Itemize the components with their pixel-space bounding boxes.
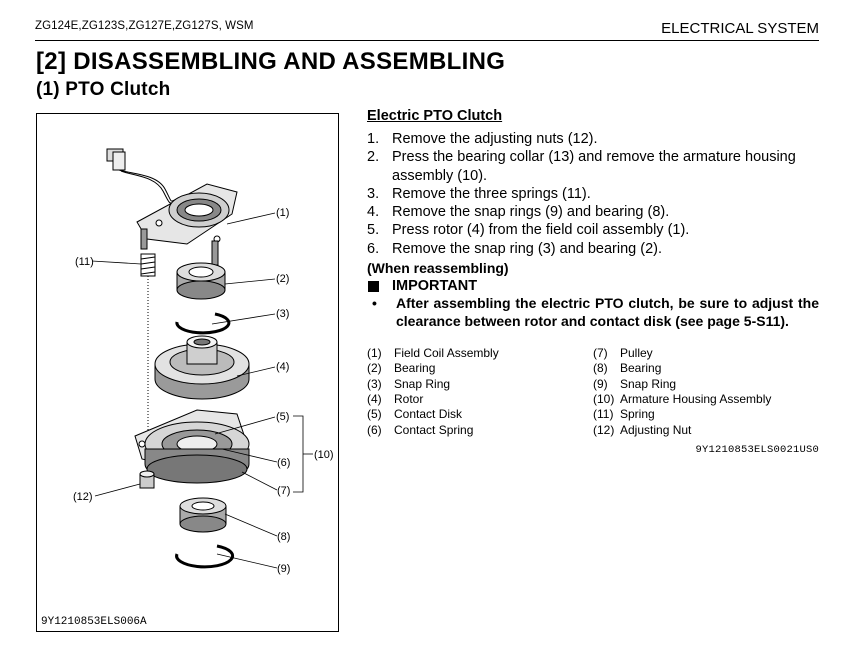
- callout-5: (5): [276, 411, 289, 423]
- bearing-icon: [176, 262, 226, 300]
- part-name: Contact Spring: [394, 422, 474, 437]
- step-item: 6. Remove the snap ring (3) and bearing (…: [367, 240, 819, 258]
- step-item: 1. Remove the adjusting nuts (12).: [367, 130, 819, 148]
- adjusting-nut-icon: [139, 470, 155, 489]
- bearing-lower-icon: [179, 497, 227, 533]
- part-number: (9): [593, 376, 608, 391]
- part-number: (8): [593, 361, 608, 376]
- callout-8: (8): [277, 531, 290, 543]
- part-row: (9) Snap Ring: [593, 377, 819, 392]
- step-number: 5.: [367, 222, 380, 239]
- part-number: (5): [367, 407, 382, 422]
- note-text: After assembling the electric PTO clutch…: [396, 295, 819, 329]
- part-name: Contact Disk: [394, 407, 463, 422]
- part-name: Armature Housing Assembly: [620, 391, 772, 406]
- part-row: (5) Contact Disk: [367, 407, 593, 422]
- part-name: Snap Ring: [620, 376, 677, 391]
- pto-clutch-exploded-figure: (1) (2) (3) (4) (5) (6) (7) (8) (9) (10)…: [36, 113, 339, 632]
- part-number: (1): [367, 346, 382, 361]
- step-item: 4. Remove the snap rings (9) and bearing …: [367, 203, 819, 221]
- important-heading: IMPORTANT: [367, 278, 819, 294]
- callout-2: (2): [276, 273, 289, 285]
- sub-title: (1) PTO Clutch: [36, 79, 171, 100]
- step-item: 3. Remove the three springs (11).: [367, 185, 819, 203]
- leader-lines: [91, 212, 313, 569]
- note-bullet: •: [372, 295, 377, 312]
- callout-9: (9): [277, 563, 290, 575]
- snap-ring-icon: [175, 312, 231, 335]
- step-number: 3.: [367, 185, 380, 202]
- part-row: (10) Armature Housing Assembly: [593, 392, 819, 407]
- important-note: • After assembling the electric PTO clut…: [367, 295, 819, 330]
- part-name: Bearing: [620, 361, 662, 376]
- procedure-panel: Electric PTO Clutch 1. Remove the adjusti…: [367, 108, 819, 456]
- callout-12: (12): [73, 491, 93, 503]
- header-rule: [35, 40, 819, 41]
- important-label: IMPORTANT: [392, 278, 478, 295]
- callout-6: (6): [277, 457, 290, 469]
- step-number: 1.: [367, 131, 380, 147]
- figure-code: 9Y1210853ELS006A: [41, 616, 147, 628]
- step-number: 2.: [367, 149, 380, 166]
- parts-column-right: (7) Pulley (8) Bearing (9) Snap Ring (10) Ar…: [593, 346, 819, 438]
- part-name: Spring: [620, 407, 655, 422]
- parts-column-left: (1) Field Coil Assembly (2) Bearing (3) Sna…: [367, 346, 593, 438]
- section-header: ELECTRICAL SYSTEM: [661, 20, 819, 37]
- exploded-view-drawing: (1) (2) (3) (4) (5) (6) (7) (8) (9) (10)…: [73, 148, 334, 575]
- callout-7: (7): [277, 485, 290, 497]
- part-row: (12) Adjusting Nut: [593, 423, 819, 438]
- part-name: Pulley: [620, 346, 653, 361]
- procedure-title: Electric PTO Clutch: [367, 108, 503, 124]
- step-text: Remove the snap ring (3) and bearing (2)…: [392, 240, 663, 257]
- part-number: (4): [367, 391, 382, 406]
- part-name: Snap Ring: [394, 376, 451, 391]
- section-title: [2] DISASSEMBLING AND ASSEMBLING: [36, 48, 506, 75]
- part-name: Field Coil Assembly: [394, 346, 499, 361]
- field-coil-assembly-icon: [136, 183, 238, 266]
- callout-4: (4): [276, 361, 289, 373]
- callout-1: (1): [276, 207, 289, 219]
- part-row: (8) Bearing: [593, 361, 819, 376]
- step-number: 4.: [367, 204, 380, 221]
- part-number: (6): [367, 422, 382, 437]
- step-text: Remove the three springs (11).: [392, 185, 591, 202]
- part-number: (3): [367, 376, 382, 391]
- part-number: (7): [593, 346, 608, 361]
- callout-11: (11): [75, 256, 94, 268]
- square-bullet-icon: [368, 280, 379, 292]
- part-row: (4) Rotor: [367, 392, 593, 407]
- step-text: Press rotor (4) from the field coil asse…: [392, 222, 690, 239]
- step-item: 2. Press the bearing collar (13) and remo…: [367, 148, 819, 185]
- callout-labels: (1) (2) (3) (4) (5) (6) (7) (8) (9) (10)…: [73, 207, 334, 575]
- rotor-icon: [154, 335, 250, 400]
- step-item: 5. Press rotor (4) from the field coil as…: [367, 221, 819, 239]
- part-row: (1) Field Coil Assembly: [367, 346, 593, 361]
- part-number: (11): [593, 407, 614, 422]
- part-number: (2): [367, 361, 382, 376]
- part-row: (11) Spring: [593, 407, 819, 422]
- when-reassembling-heading: (When reassembling): [367, 260, 509, 277]
- part-row: (7) Pulley: [593, 346, 819, 361]
- step-text: Press the bearing collar (13) and remove…: [392, 149, 796, 184]
- wire-connector-icon: [106, 148, 180, 204]
- snap-ring-lower-icon: [175, 544, 235, 569]
- model-header: ZG124E,ZG123S,ZG127E,ZG127S, WSM: [35, 20, 254, 32]
- part-name: Rotor: [394, 391, 424, 406]
- part-row: (2) Bearing: [367, 361, 593, 376]
- part-row: (6) Contact Spring: [367, 423, 593, 438]
- armature-housing-icon: [134, 409, 250, 484]
- part-name: Bearing: [394, 361, 436, 376]
- reference-code: 9Y1210853ELS0021US0: [695, 443, 819, 456]
- step-number: 6.: [367, 240, 380, 257]
- part-number: (12): [593, 422, 615, 437]
- step-text: Remove the snap rings (9) and bearing (8…: [392, 204, 670, 221]
- part-row: (3) Snap Ring: [367, 377, 593, 392]
- parts-list: (1) Field Coil Assembly (2) Bearing (3) Sna…: [367, 346, 819, 438]
- part-name: Adjusting Nut: [620, 422, 692, 437]
- callout-10: (10): [314, 449, 334, 461]
- part-number: (10): [593, 391, 615, 406]
- callout-3: (3): [276, 308, 289, 320]
- step-text: Remove the adjusting nuts (12).: [392, 131, 598, 147]
- procedure-steps: 1. Remove the adjusting nuts (12). 2. Pres…: [367, 130, 819, 258]
